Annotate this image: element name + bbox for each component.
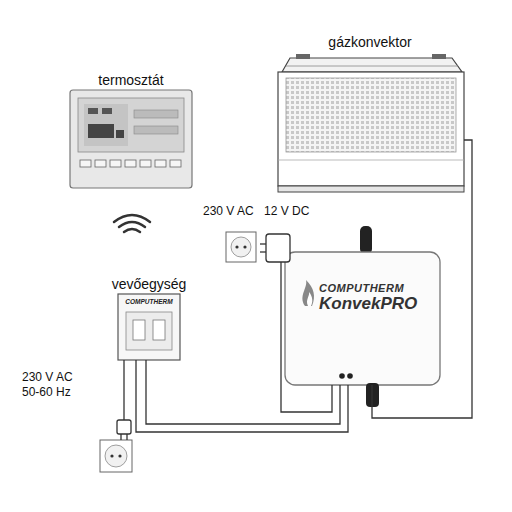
voltage-label: 230 V AC <box>203 204 254 219</box>
brand-text: COMPUTHERM <box>319 282 434 294</box>
cable-connector <box>372 140 472 418</box>
controller-box: COMPUTHERMKonvekPRO <box>285 252 440 385</box>
power-adapter <box>117 234 332 440</box>
cable-line <box>372 140 472 418</box>
brand-text: KonvekPRO <box>319 294 434 314</box>
wall-socket <box>100 232 256 472</box>
cable-connector <box>136 360 348 432</box>
controller-drawing <box>285 226 440 407</box>
convector-body <box>276 52 464 192</box>
thermostat-drawing <box>70 90 192 188</box>
supply-label: 230 V AC 50-60 Hz <box>22 370 84 400</box>
wireless-symbol <box>114 215 150 232</box>
convector: gázkonvektor <box>276 32 464 192</box>
controller-box-body: COMPUTHERMKonvekPRO <box>285 252 440 385</box>
receiver-unit-body: COMPUTHERM <box>118 294 180 360</box>
convector-drawing <box>278 54 464 192</box>
receiver-unit: vevőegységCOMPUTHERM <box>99 274 199 360</box>
node-heading: vevőegység <box>99 274 199 294</box>
voltage-label: 12 V DC <box>264 204 309 219</box>
receiver-drawing <box>118 294 180 360</box>
thermostat-body <box>70 90 192 188</box>
cable-line <box>136 360 348 432</box>
thermostat: termosztát <box>70 70 192 188</box>
node-heading: termosztát <box>70 70 192 90</box>
node-heading: gázkonvektor <box>276 32 464 52</box>
brand-text: COMPUTHERM <box>120 298 178 305</box>
